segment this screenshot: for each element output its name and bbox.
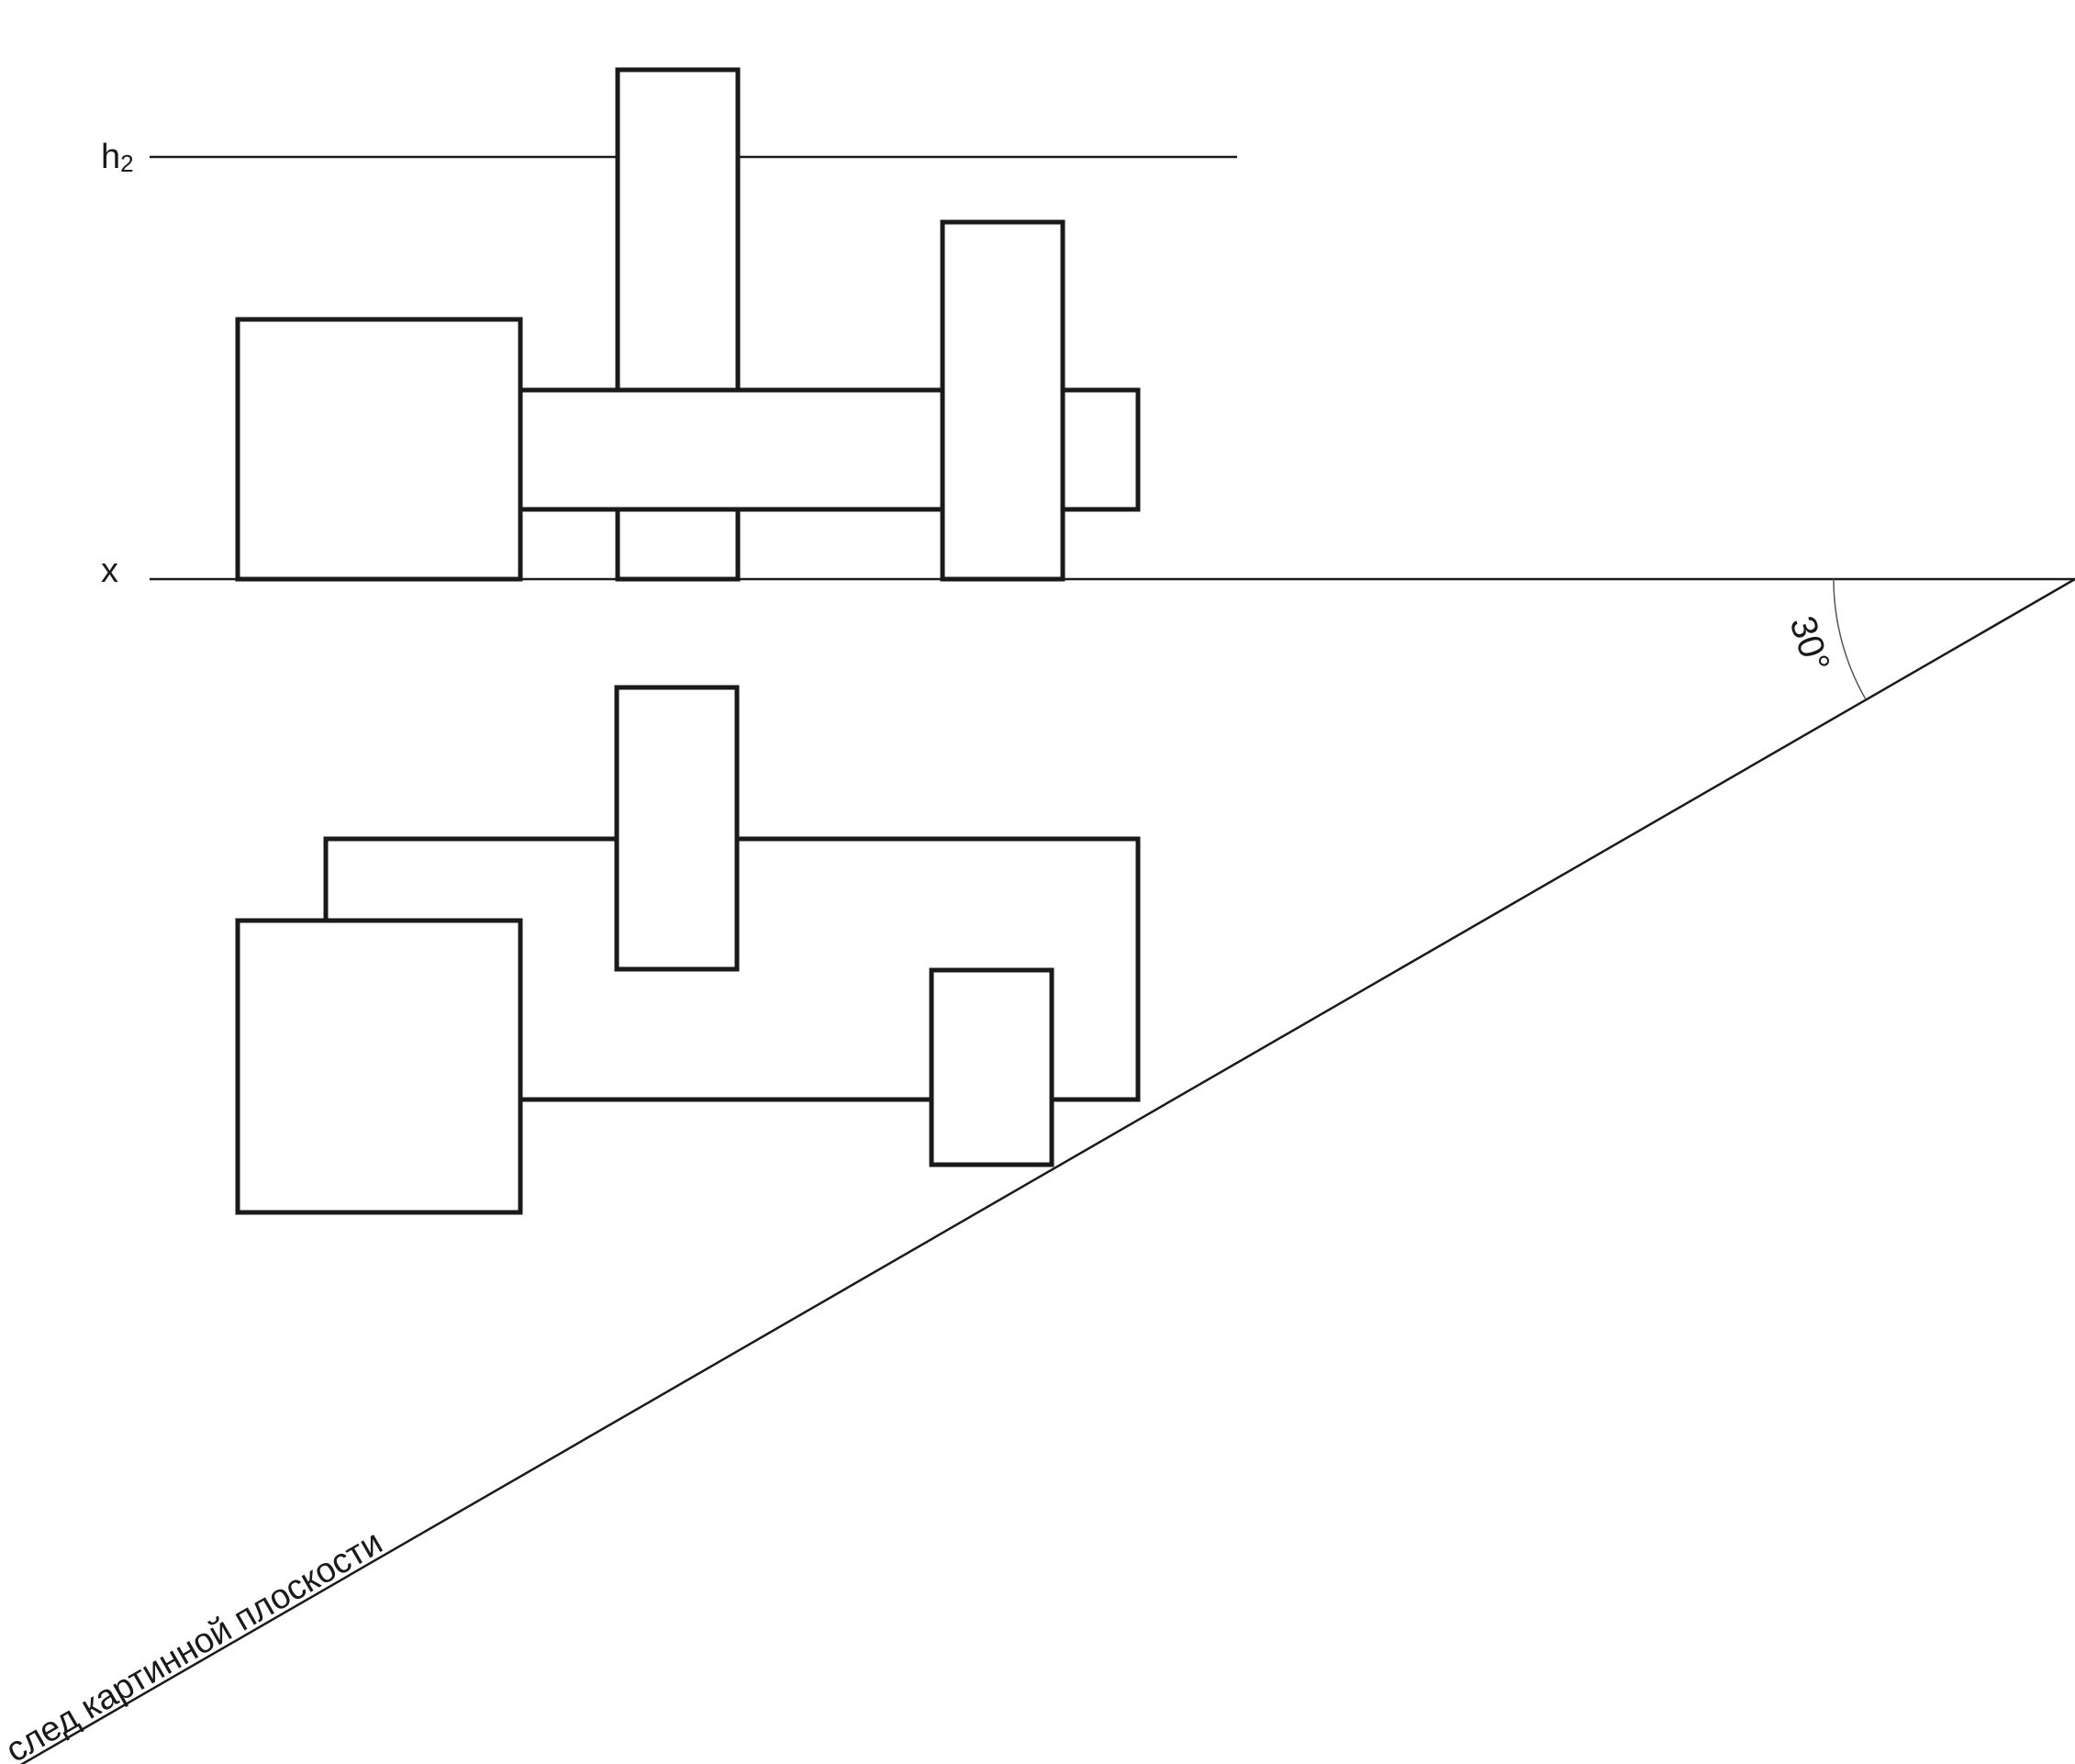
picture-plane-trace-line (19, 577, 2075, 1764)
angle-label: 30° (1781, 611, 1837, 676)
front-view (235, 67, 1141, 582)
horizon-label: h2 (101, 138, 134, 177)
front-large-cube (235, 317, 523, 582)
plan-large-square (235, 918, 523, 1215)
plan-upper-block (614, 685, 740, 972)
angle-arc (1833, 578, 1867, 700)
horizon-label-main: h (101, 138, 120, 176)
plan-view (235, 685, 1141, 1215)
front-right-upright (940, 219, 1065, 582)
ground-line-label: x (101, 552, 118, 590)
plan-lower-right-block (929, 967, 1054, 1167)
horizon-label-subscript: 2 (120, 150, 133, 177)
picture-plane-trace-label: след картинной плоскости (0, 1524, 389, 1764)
front-right-nub (1057, 387, 1141, 512)
front-horizontal-beam (518, 387, 945, 512)
